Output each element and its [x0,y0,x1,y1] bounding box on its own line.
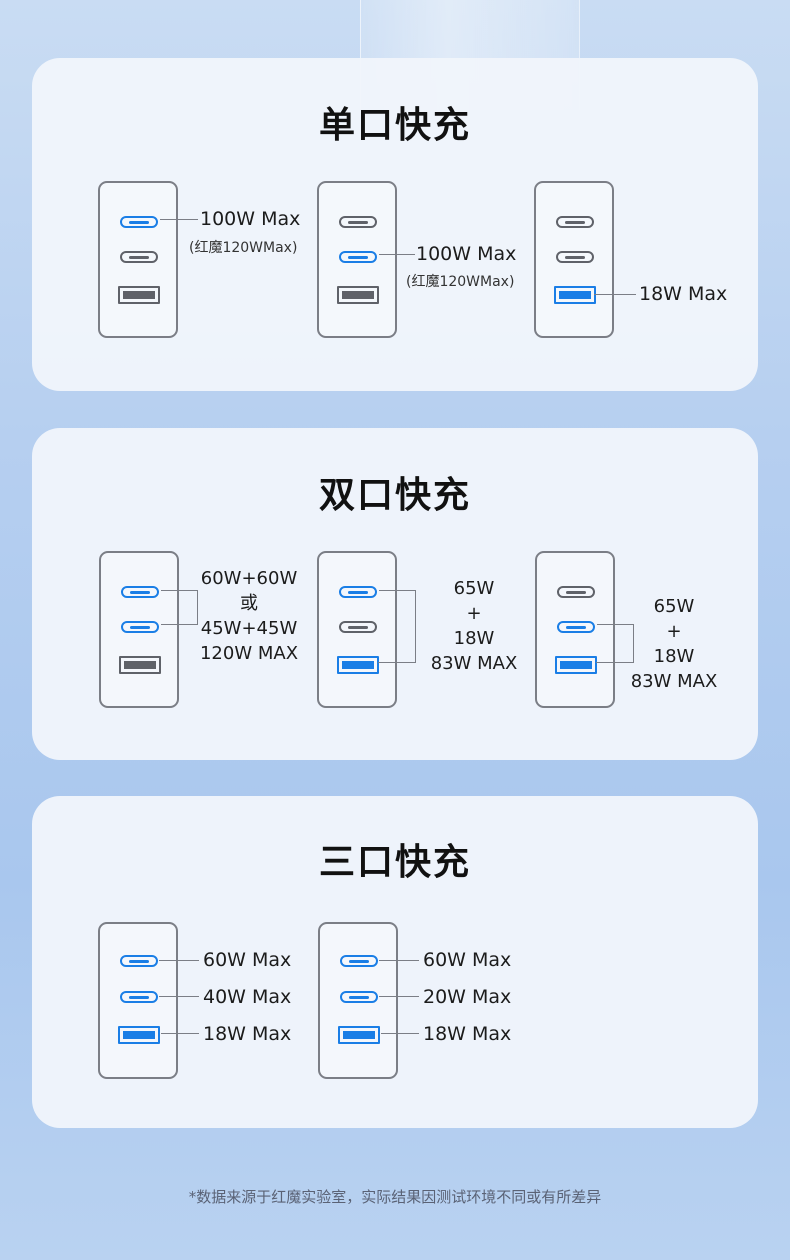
single-port-card: 单口快充 100W Max (红魔120WMax) 100W Max (红魔12… [32,58,758,391]
charger-icon [535,551,615,708]
connector-bracket [633,624,634,663]
usb-c-port-icon [120,251,158,263]
single-c3-label: 18W Max [639,283,728,305]
dual-c2-text: 65W + 18W 83W MAX [426,576,522,676]
connector-line [379,254,415,255]
usb-c-port-icon [339,621,377,633]
dual-c2-line: 65W [453,578,495,599]
charger-icon [317,551,397,708]
connector-line [379,996,419,997]
charger-icon [98,181,178,338]
single-c1-label: 100W Max [200,208,301,230]
usb-c-port-icon [120,991,158,1003]
dual-c3-line: 65W [653,596,695,617]
triple-port-card: 三口快充 60W Max 40W Max 18W Max 60W Max 20W… [32,796,758,1128]
usb-c-port-icon [120,216,158,228]
connector-line [597,624,633,625]
single-c1-note: (红魔120WMax) [189,240,298,256]
triple-c1-label: 40W Max [203,986,292,1008]
triple-c2-label: 60W Max [423,949,512,971]
connector-line [596,662,633,663]
connector-line [594,294,636,295]
dual-c3-line: + [666,621,682,642]
triple-port-title: 三口快充 [318,842,471,883]
dual-c1-line: 120W MAX [199,643,299,664]
dual-c1-line: 60W+60W [200,568,298,589]
connector-bracket [415,590,416,663]
connector-line [378,662,415,663]
dual-port-title: 双口快充 [318,475,471,516]
footer-disclaimer: *数据来源于红魔实验室，实际结果因测试环境不同或有所差异 [188,1188,602,1206]
usb-c-port-icon [121,586,159,598]
usb-a-port-icon [119,656,161,674]
dual-c2-line: 18W [453,628,495,649]
dual-c3-line: 18W [653,646,695,667]
usb-a-port-icon [555,656,597,674]
single-c2-label: 100W Max [416,243,517,265]
connector-line [159,996,199,997]
usb-c-port-icon [339,586,377,598]
connector-line [161,624,197,625]
usb-a-port-icon [337,656,379,674]
charger-icon [98,922,178,1079]
charger-icon [318,922,398,1079]
connector-line [160,219,198,220]
dual-c1-text: 60W+60W 或 45W+45W 120W MAX [198,566,300,666]
usb-c-port-icon [556,251,594,263]
dual-c1-line: 或 [240,593,258,614]
usb-c-port-icon [340,991,378,1003]
usb-a-port-icon [118,286,160,304]
triple-c2-label: 20W Max [423,986,512,1008]
charger-icon [534,181,614,338]
triple-c1-label: 18W Max [203,1023,292,1045]
usb-a-port-icon [554,286,596,304]
usb-c-port-icon [121,621,159,633]
usb-a-port-icon [337,286,379,304]
dual-c3-line: 83W MAX [630,671,718,692]
triple-c1-label: 60W Max [203,949,292,971]
usb-c-port-icon [340,955,378,967]
connector-bracket [197,590,198,625]
dual-port-card: 双口快充 60W+60W 或 45W+45W 120W MAX 65W + 18… [32,428,758,760]
usb-a-port-icon [338,1026,380,1044]
usb-c-port-icon [557,621,595,633]
connector-line [379,960,419,961]
triple-c2-label: 18W Max [423,1023,512,1045]
charger-icon [99,551,179,708]
connector-line [379,590,415,591]
usb-c-port-icon [339,216,377,228]
usb-c-port-icon [339,251,377,263]
usb-c-port-icon [120,955,158,967]
usb-c-port-icon [557,586,595,598]
usb-c-port-icon [556,216,594,228]
connector-line [161,590,197,591]
usb-a-port-icon [118,1026,160,1044]
dual-c2-line: 83W MAX [430,653,518,674]
dual-c1-line: 45W+45W [200,618,298,639]
dual-c3-text: 65W + 18W 83W MAX [626,594,722,694]
dual-c2-line: + [466,603,482,624]
connector-line [161,1033,199,1034]
charger-icon [317,181,397,338]
single-port-title: 单口快充 [318,105,471,146]
connector-line [159,960,199,961]
connector-line [381,1033,419,1034]
single-c2-note: (红魔120WMax) [406,274,515,290]
